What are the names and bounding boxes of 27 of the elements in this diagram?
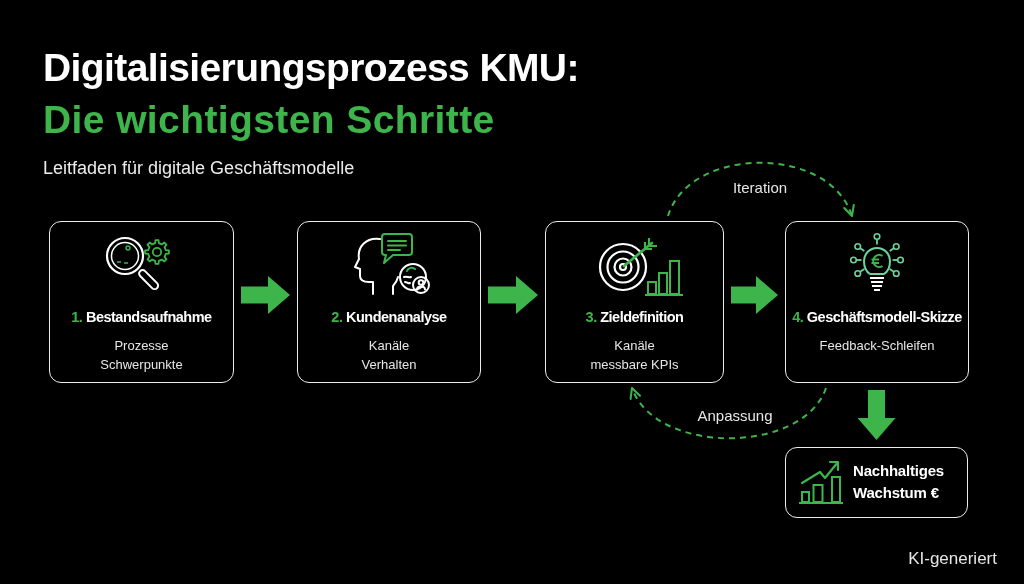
step-card: [785, 221, 969, 383]
result-text: Nachhaltiges Wachstum €: [853, 461, 945, 503]
step-title: 3. Zieldefinition: [585, 308, 684, 327]
title-second-line: Die wichtigsten Schritte: [43, 97, 495, 143]
block-arrow: [731, 276, 778, 314]
block-arrow: [857, 390, 896, 440]
step-card: [49, 221, 234, 383]
step-card: [297, 221, 481, 383]
block-arrow: [488, 276, 538, 314]
step-detail: Verhalten: [361, 356, 417, 374]
step-detail: Feedback-Schleifen: [819, 337, 935, 355]
step-detail: Schwerpunkte: [100, 356, 183, 374]
subtitle: Leitfaden für digitale Geschäftsmodelle: [43, 157, 355, 179]
ai-generated-note: KI-generiert: [908, 549, 997, 569]
step-title: 1. Bestandsaufnahme: [71, 308, 212, 327]
step-title: 2. Kundenanalyse: [331, 308, 447, 327]
title: Digitalisierungsprozess KMU:: [43, 45, 579, 91]
step-detail: messbare KPIs: [590, 356, 679, 374]
step-detail: Prozesse: [114, 337, 169, 355]
dashed-arrow: [666, 161, 854, 217]
step-detail: Kanäle: [368, 337, 410, 355]
block-arrow: [241, 276, 290, 314]
step-card: [545, 221, 724, 383]
dashed-arrow: [631, 387, 828, 440]
step-detail: Kanäle: [614, 337, 655, 355]
step-title: 4. Geschäftsmodell-Skizze: [792, 308, 962, 327]
result-card: [785, 447, 968, 518]
